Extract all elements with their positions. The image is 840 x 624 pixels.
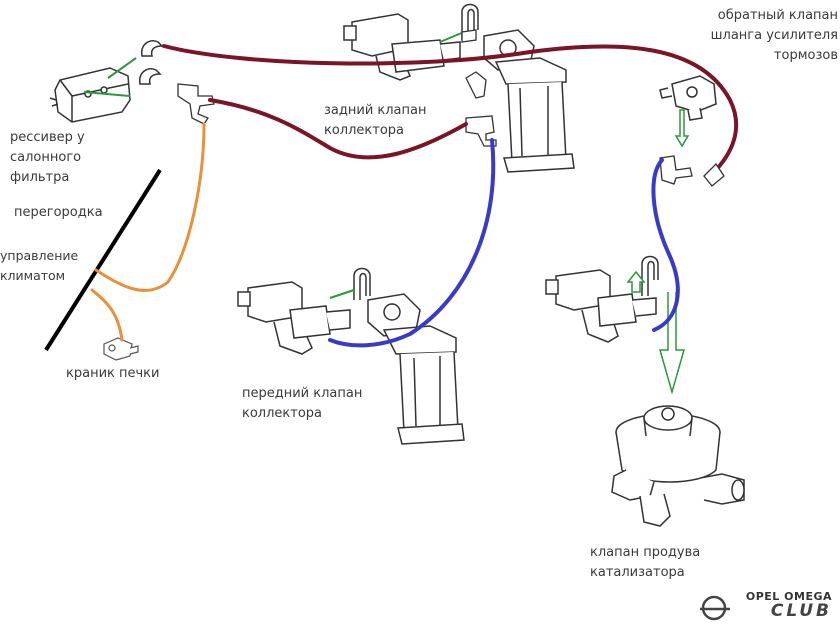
receiver-label: ресcивер у салонного фильтра xyxy=(10,130,85,185)
red-hose-end xyxy=(703,162,725,187)
fittings xyxy=(177,29,693,185)
check-valve xyxy=(659,75,717,121)
catalyst-big-green-arrow xyxy=(659,292,685,395)
opel-omega-club-logo: OPEL OMEGA CLUB xyxy=(598,590,838,622)
heater-tap-label: краник печки xyxy=(66,366,160,381)
rear-valve-hook xyxy=(461,3,479,40)
partition-label: перегородка xyxy=(14,205,103,220)
climate-control-label: управление климатом xyxy=(0,248,79,283)
receiver-ports xyxy=(139,40,164,85)
front-valve-hook xyxy=(353,267,371,300)
logo-main-text: CLUB xyxy=(770,601,832,621)
front-actuator xyxy=(367,293,465,445)
check-valve-green-arrow xyxy=(674,109,690,148)
heater-tap xyxy=(103,337,139,361)
catalyst-valve-label: клапан продува катализатора xyxy=(590,545,701,580)
rear-solenoid xyxy=(343,13,461,81)
rear-valve-label: задний клапан коллектора xyxy=(324,103,427,138)
receiver-tank xyxy=(49,67,131,123)
rear-valve-green-link xyxy=(439,31,465,43)
catalyst-hook xyxy=(641,255,659,296)
check-valve-label: обратный клапан шланга усилителя тормозо… xyxy=(710,8,838,63)
red-hoses xyxy=(162,44,739,172)
front-valve-label: передний клапан коллектора xyxy=(242,386,363,421)
front-solenoid xyxy=(237,281,351,355)
receiver-green-links xyxy=(83,57,137,97)
catalyst-solenoid-green-arrow xyxy=(626,270,646,293)
catalyst-purge-valve xyxy=(611,405,745,527)
front-valve-green-link xyxy=(329,289,355,299)
blue-hoses xyxy=(328,138,680,348)
orange-hoses xyxy=(90,122,206,342)
club-emblem-icon xyxy=(700,595,730,621)
rear-actuator xyxy=(483,29,575,173)
catalyst-solenoid xyxy=(545,269,657,343)
logo-top-text: OPEL OMEGA xyxy=(745,590,832,603)
partition-line xyxy=(44,168,162,352)
